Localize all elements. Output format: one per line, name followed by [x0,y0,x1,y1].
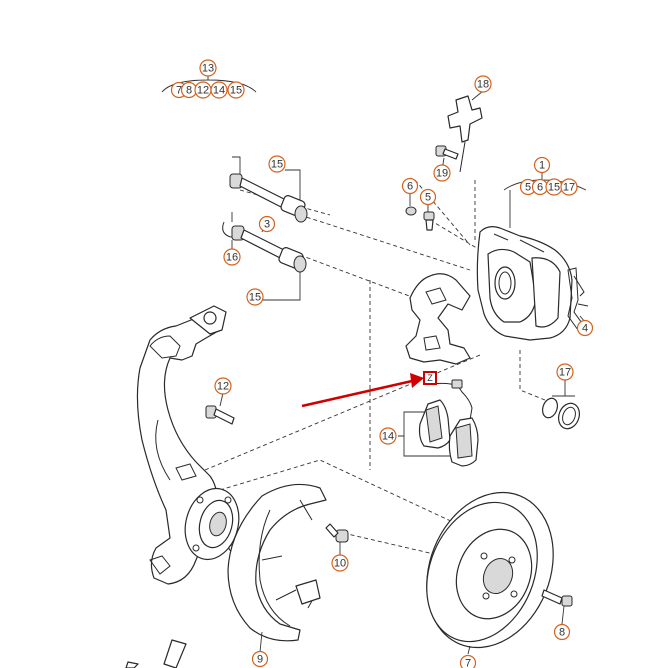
callout-17[interactable]: 17 [560,178,578,196]
callout-circle[interactable] [246,288,264,306]
bleeder-screw-5 [423,211,435,231]
callout-4[interactable]: 4 [576,319,594,337]
callout-circle[interactable] [553,623,571,641]
callout-6[interactable]: 6 [531,178,549,196]
bolt-12 [205,405,235,425]
callout-circle[interactable] [227,81,245,99]
axle-shaft [125,639,187,668]
callout-18[interactable]: 18 [474,75,492,93]
callout-circle[interactable] [210,81,228,99]
screw-8 [541,589,573,607]
guide-pin-upper [229,156,308,223]
callout-circle[interactable] [533,156,551,174]
callout-circle[interactable] [223,248,241,266]
callout-17[interactable]: 17 [556,363,574,381]
callout-6[interactable]: 6 [401,177,419,195]
callout-circle[interactable] [560,178,578,196]
part-marker-z[interactable]: Z [423,371,437,385]
callout-15[interactable]: 15 [246,288,264,306]
group-bracket-13 [161,76,257,93]
caliper-carrier [405,273,471,365]
callout-circle[interactable] [556,363,574,381]
callout-16[interactable]: 16 [223,248,241,266]
callout-1[interactable]: 1 [533,156,551,174]
callout-circle[interactable] [401,177,419,195]
wear-sensor [431,379,473,421]
piston-seal-17 [541,397,580,430]
callout-circle[interactable] [433,164,451,182]
brake-disc-7 [426,491,554,649]
callout-7[interactable]: 7 [459,654,477,668]
callout-9[interactable]: 9 [251,650,269,668]
callout-circle[interactable] [531,178,549,196]
callout-circle[interactable] [214,377,232,395]
callout-19[interactable]: 19 [433,164,451,182]
callout-8[interactable]: 8 [553,623,571,641]
callout-5[interactable]: 5 [419,188,437,206]
callout-circle[interactable] [545,178,563,196]
callout-circle[interactable] [199,59,217,77]
brake-pads-14 [418,399,479,467]
red-arrow-pointer [301,373,424,408]
brake-caliper-1 [476,226,573,341]
callout-14[interactable]: 14 [210,81,228,99]
splash-shield-9 [227,483,327,642]
callout-circle[interactable] [419,188,437,206]
callout-13[interactable]: 13 [199,59,217,77]
marker-label: Z [427,373,433,383]
callout-circle[interactable] [180,81,198,99]
callout-circle[interactable] [194,81,212,99]
callout-circle[interactable] [474,75,492,93]
bolt-19 [435,145,459,160]
callout-15[interactable]: 15 [545,178,563,196]
dust-cap-6 [405,206,417,216]
callout-circle[interactable] [576,319,594,337]
callout-3[interactable]: 3 [258,215,276,233]
wheel-hub [184,487,240,561]
callout-circle[interactable] [459,654,477,668]
callout-8[interactable]: 8 [180,81,198,99]
callout-15[interactable]: 15 [227,81,245,99]
guide-pin-lower [222,212,307,301]
callout-10[interactable]: 10 [331,554,349,572]
callout-12[interactable]: 12 [194,81,212,99]
callout-circle[interactable] [251,650,269,668]
bracket-18 [447,95,483,173]
callout-14[interactable]: 14 [379,427,397,445]
callout-circle[interactable] [331,554,349,572]
callout-15[interactable]: 15 [268,155,286,173]
bolt-10 [325,523,349,543]
callout-circle[interactable] [268,155,286,173]
callout-12[interactable]: 12 [214,377,232,395]
callout-circle[interactable] [258,215,276,233]
callout-circle[interactable] [379,427,397,445]
